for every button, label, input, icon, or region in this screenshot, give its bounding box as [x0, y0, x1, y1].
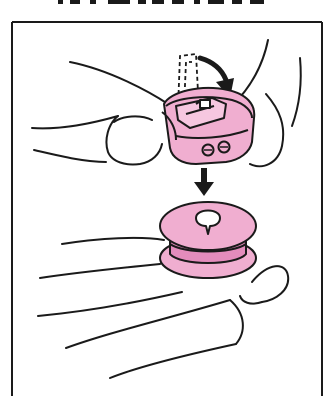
bobbin-icon — [160, 202, 256, 278]
bobbin-case-icon — [162, 88, 254, 164]
arrow-down-icon — [194, 168, 214, 196]
frame-border — [12, 22, 322, 396]
cropped-text-fragment — [58, 0, 264, 4]
